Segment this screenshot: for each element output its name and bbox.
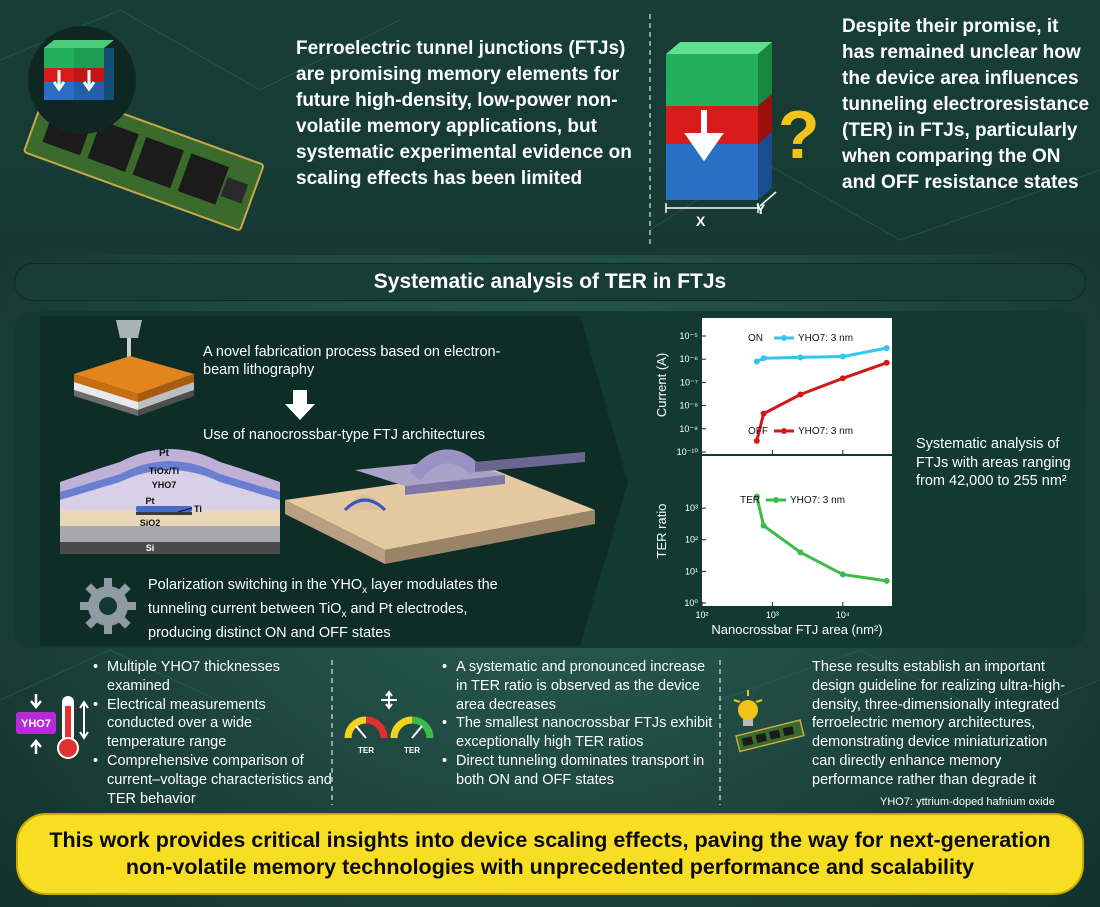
data-point-on: [760, 355, 767, 362]
gauge-icon: TER TER: [344, 690, 434, 755]
gear-icon: [80, 578, 136, 634]
step-switching-sub2: x: [341, 608, 347, 620]
data-point-on: [753, 358, 760, 365]
y-axis-label: Current (A): [654, 353, 669, 417]
step-switching-part1: Polarization switching in the YHO: [148, 577, 363, 593]
x-tick-label: 10²: [695, 610, 708, 620]
legend-series-name: TER: [740, 495, 760, 506]
y-tick-label: 10⁻¹⁰: [677, 447, 699, 457]
y-tick-label: 10⁻⁶: [680, 354, 699, 364]
mini-polarization-cubes-icon: [44, 40, 114, 100]
finding-item: A systematic and pronounced increase in …: [442, 658, 717, 714]
axis-x-label: X: [696, 213, 706, 229]
data-point-ter: [839, 571, 846, 578]
legend-marker: [781, 428, 787, 434]
x-axis-label: Nanocrossbar FTJ area (nm²): [711, 622, 882, 637]
layer-sio2-label: SiO2: [140, 518, 161, 528]
x-tick-label: 10³: [766, 610, 779, 620]
data-point-on: [839, 353, 846, 360]
legend-series-name: OFF: [748, 426, 768, 437]
chart-area: 10⁻⁵ 10⁻⁶ 10⁻⁷ 10⁻⁸ 10⁻⁹ 10⁻¹⁰ Current (A) ON YH…: [654, 318, 892, 637]
legend-marker: [773, 497, 779, 503]
layer-pt-label: Pt: [146, 496, 155, 506]
legend-label: YHO7: 3 nm: [798, 333, 853, 344]
y-tick-label: 10⁻⁵: [680, 331, 699, 341]
lightbulb-memory-icon: [733, 690, 805, 753]
yho7-badge-label: YHO7: [21, 718, 51, 730]
data-point-ter: [753, 493, 760, 500]
question-mark-icon: ?: [778, 97, 820, 173]
x-tick-label: 10⁴: [836, 610, 850, 620]
step-switching: Polarization switching in the YHOx layer…: [148, 576, 528, 642]
y-tick-label: 10⁻⁸: [679, 401, 698, 411]
step-fabrication: A novel fabrication process based on ele…: [203, 344, 501, 378]
data-point-off: [839, 375, 846, 382]
data-point-ter: [797, 549, 804, 556]
afm-tip-icon: [74, 320, 194, 416]
footnote: YHO7: yttrium-doped hafnium oxide: [880, 796, 1055, 808]
method-item: Multiple YHO7 thicknesses examined: [93, 658, 333, 696]
legend-marker: [781, 335, 787, 341]
y-tick-label: 10⁻⁹: [679, 424, 698, 434]
column-outlook: These results establish an important des…: [812, 659, 1066, 788]
y-tick-label: 10²: [685, 535, 698, 545]
layer-si-label: Si: [146, 543, 155, 553]
layer-yho-label: YHO7: [152, 480, 177, 490]
crossbar-3d-illustration: [285, 449, 595, 564]
layer-tiox-label: TiOx/Ti: [149, 466, 179, 476]
data-point-off: [760, 410, 767, 417]
question-text: Despite their promise, it has remained u…: [842, 16, 1090, 193]
conclusion-banner: This work provides critical insights int…: [16, 813, 1084, 895]
data-point-off: [797, 391, 804, 398]
memory-module-icon: [23, 26, 265, 231]
down-arrow-icon: [285, 390, 315, 420]
legend-series-name: ON: [748, 333, 763, 344]
gauge-left-label: TER: [358, 746, 374, 755]
yho7-thermometer-icon: YHO7: [16, 694, 89, 759]
method-item: Electrical measurements conducted over a…: [93, 696, 333, 752]
section-title: Systematic analysis of TER in FTJs: [14, 263, 1086, 301]
layer-ti-label: Ti: [194, 504, 202, 514]
y-tick-label: 10¹: [685, 566, 698, 576]
gauge-right-label: TER: [404, 746, 420, 755]
intro-text: Ferroelectric tunnel junctions (FTJs) ar…: [296, 38, 632, 189]
y-tick-label: 10⁰: [684, 598, 698, 608]
data-point-ter: [760, 522, 767, 529]
step-switching-sub: x: [362, 584, 368, 596]
axis-y-label: Y: [756, 201, 766, 217]
yho7-badge: [16, 712, 56, 734]
device-cross-section: Pt TiOx/Ti YHO7 Pt Ti SiO2 Si: [60, 448, 280, 554]
y-tick-label: 10³: [685, 503, 698, 513]
data-point-on: [797, 354, 804, 361]
data-point-off: [753, 437, 760, 444]
thermometer-icon: [57, 696, 79, 759]
step-switching-part3: and Pt electrodes, producing distinct ON…: [148, 600, 468, 641]
side-note: Systematic analysis of FTJs with areas r…: [916, 436, 1071, 489]
method-item: Comprehensive comparison of current–volt…: [93, 752, 333, 808]
ter-chart-plot: [702, 456, 892, 606]
column-findings: A systematic and pronounced increase in …: [442, 658, 717, 790]
finding-item: Direct tunneling dominates transport in …: [442, 752, 717, 790]
step-architecture: Use of nanocrossbar-type FTJ architectur…: [203, 427, 486, 443]
legend-label: YHO7: 3 nm: [790, 495, 845, 506]
data-point-ter: [883, 577, 890, 584]
layer-pt-top-label: Pt: [159, 448, 170, 459]
data-point-off: [883, 359, 890, 366]
legend-label: YHO7: 3 nm: [798, 426, 853, 437]
current-chart-plot: [702, 318, 892, 454]
y-axis-label: TER ratio: [654, 504, 669, 559]
polarization-cube-icon: X Y ?: [665, 42, 820, 229]
column-methods: Multiple YHO7 thicknesses examined Elect…: [93, 658, 333, 808]
data-point-on: [883, 345, 890, 352]
step-switching-part2: layer modulates the tunneling current be…: [148, 577, 498, 617]
y-tick-label: 10⁻⁷: [680, 377, 698, 387]
lightbulb-icon: [733, 690, 763, 726]
finding-item: The smallest nanocrossbar FTJs exhibit e…: [442, 714, 717, 752]
